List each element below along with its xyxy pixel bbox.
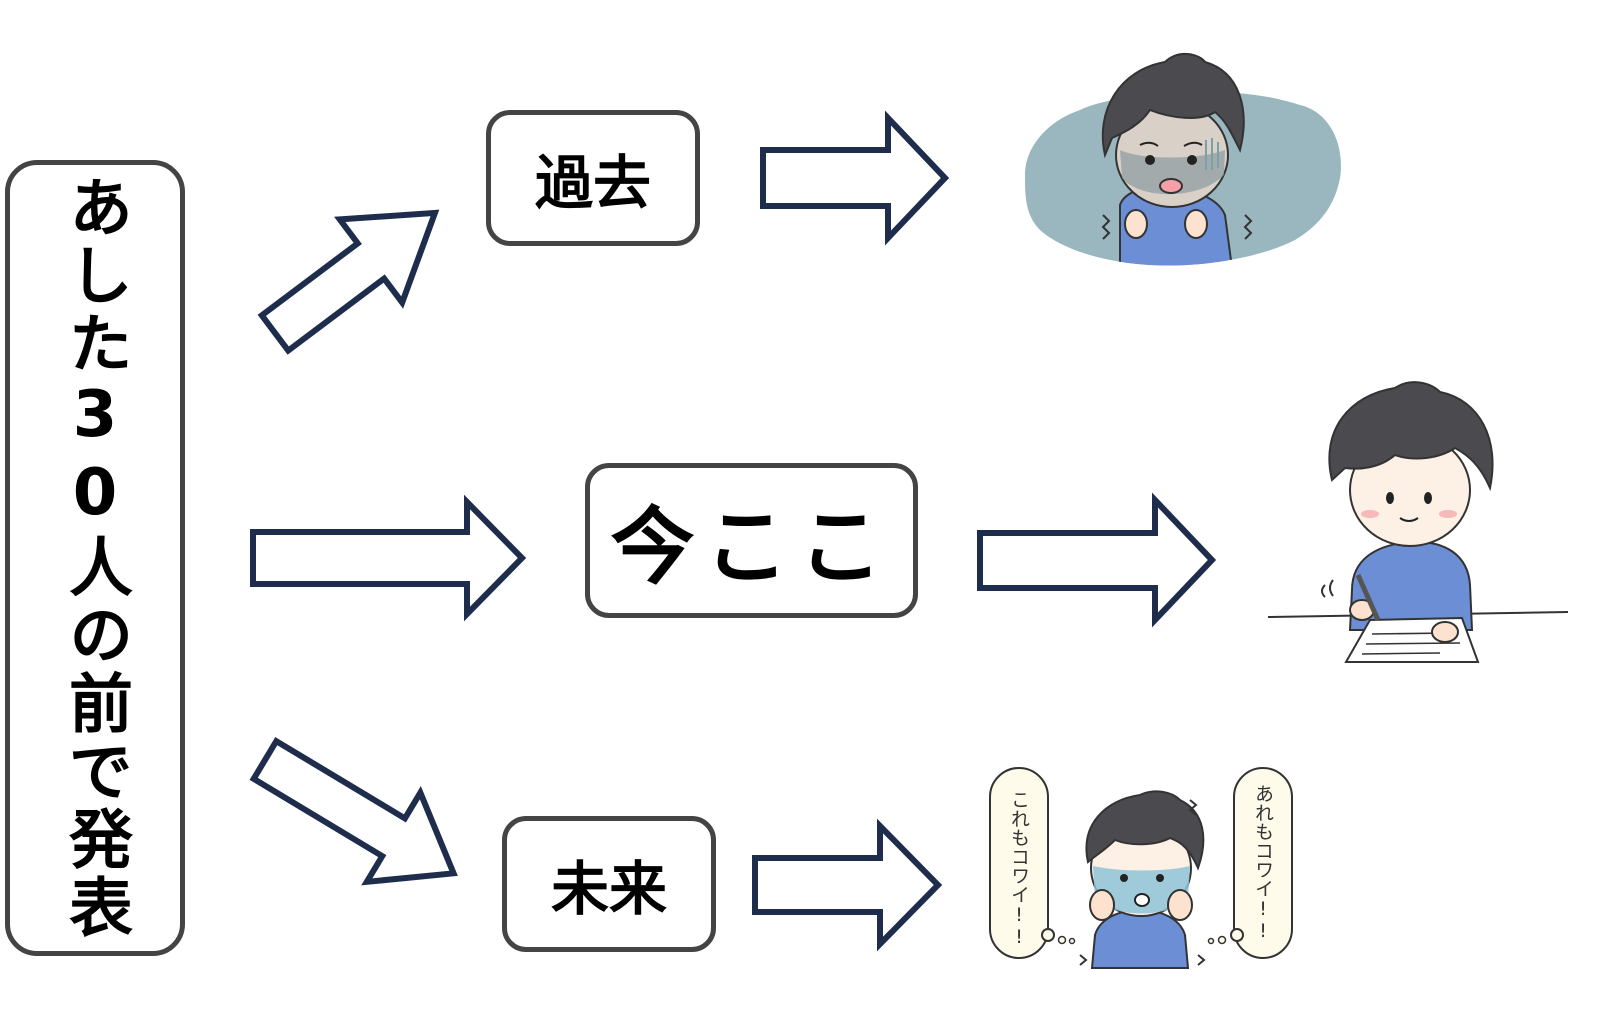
topic-text: あした30人の前で発表 [58,174,132,942]
speech-bubble-right-text: あれもコワイ!! [1252,784,1274,942]
speech-bubble-left-text: これもコワイ!! [1008,790,1030,948]
arrow-right-icon [752,818,943,952]
speech-bubble-left [989,767,1049,959]
arrow-past-to-image [760,110,950,246]
now-box: 今ここ [585,463,918,618]
boy-writing-illustration [1267,381,1569,663]
arrow-down-right-icon [249,737,458,886]
topic-box: あした30人の前で発表 [5,160,185,956]
arrow-right-icon [760,110,950,246]
now-label: 今ここ [610,498,893,596]
arrow-right-icon [250,494,527,622]
arrow-topic-to-now [250,494,527,622]
past-label: 過去 [534,149,651,217]
arrow-right-icon [977,492,1217,628]
speech-bubble-right [1233,767,1293,959]
worried-boy-illustration: これもコワイ!! あれもコワイ!! [989,767,1293,969]
future-box: 未来 [502,816,716,952]
arrow-up-right-icon [257,209,440,355]
anxious-boy-illustration [1025,53,1341,266]
arrow-now-to-image [977,492,1217,628]
arrow-future-to-image [752,818,943,952]
arrow-topic-to-past [257,209,440,355]
past-box: 過去 [486,110,700,246]
future-label: 未来 [550,855,667,923]
arrow-topic-to-future [249,737,458,886]
